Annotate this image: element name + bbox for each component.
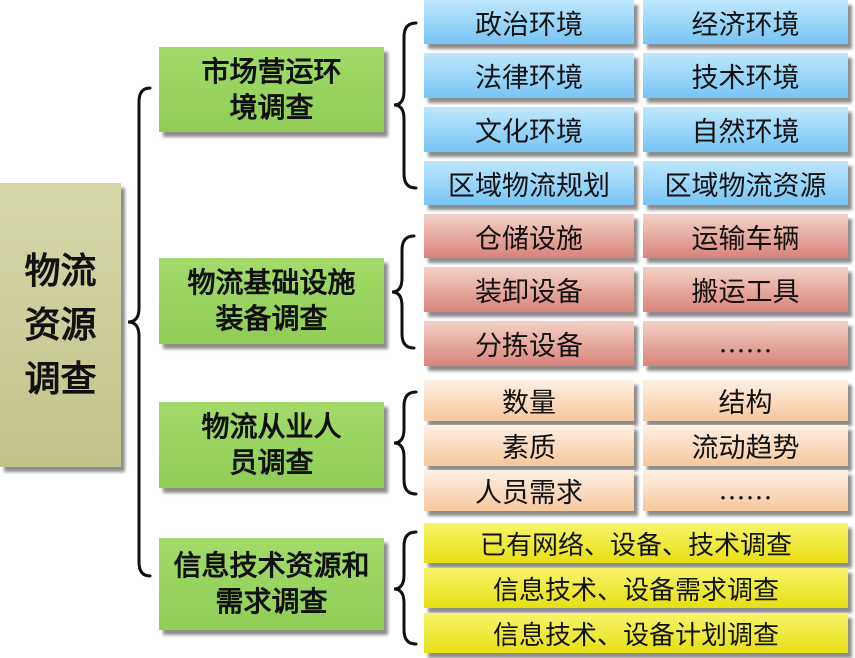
- item-transport-vehicles: 运输车辆: [643, 214, 848, 258]
- category-market-environment: 市场营运环境调查: [159, 47, 384, 132]
- item-label: 流动趋势: [691, 433, 800, 464]
- item-political-environment: 政治环境: [424, 0, 634, 44]
- item-legal-environment: 法律环境: [424, 53, 634, 98]
- category-logistics-staff: 物流从业人员调查: [159, 402, 384, 488]
- item-label: 自然环境: [691, 117, 800, 148]
- item-staff-mobility-trend: 流动趋势: [643, 425, 848, 466]
- category-logistics-facilities: 物流基础设施装备调查: [159, 258, 384, 344]
- brace-staff: [393, 390, 418, 496]
- item-label: 政治环境: [475, 9, 583, 41]
- item-label: 经济环境: [691, 9, 800, 41]
- item-storage-facilities: 仓储设施: [424, 214, 634, 258]
- item-label: 分拣设备: [475, 331, 583, 362]
- root-label: 物流资源调查: [24, 250, 97, 400]
- item-facility-more: ……: [643, 321, 848, 366]
- item-label: 搬运工具: [691, 277, 800, 308]
- item-staff-more: ……: [643, 470, 848, 511]
- root-node: 物流资源调查: [0, 183, 121, 467]
- item-label: 运输车辆: [691, 223, 800, 255]
- item-sorting-equipment: 分拣设备: [424, 321, 634, 366]
- item-label: 信息技术、设备需求调查: [492, 575, 779, 606]
- item-regional-logistics-planning: 区域物流规划: [424, 161, 634, 205]
- item-it-plan-survey: 信息技术、设备计划调查: [424, 613, 848, 653]
- item-label: 信息技术、设备计划调查: [492, 620, 779, 651]
- item-staff-quantity: 数量: [424, 380, 634, 421]
- item-loading-equipment: 装卸设备: [424, 267, 634, 312]
- item-label: 区域物流资源: [664, 170, 827, 202]
- item-label: ……: [718, 328, 773, 359]
- item-existing-network-survey: 已有网络、设备、技术调查: [424, 523, 848, 563]
- category-label: 物流从业人员调查: [201, 410, 342, 479]
- item-natural-environment: 自然环境: [643, 107, 848, 152]
- category-information-technology: 信息技术资源和需求调查: [159, 538, 384, 630]
- item-label: 人员需求: [475, 478, 583, 509]
- category-label: 信息技术资源和需求调查: [173, 549, 370, 618]
- brace-facility: [391, 234, 416, 350]
- category-label: 市场营运环境调查: [201, 54, 342, 124]
- item-staff-quality: 素质: [424, 425, 634, 466]
- item-staff-structure: 结构: [643, 380, 848, 421]
- item-economic-environment: 经济环境: [643, 0, 848, 44]
- main-brace: [127, 86, 152, 578]
- item-label: 法律环境: [475, 63, 583, 94]
- item-cultural-environment: 文化环境: [424, 107, 634, 152]
- item-label: 数量: [502, 388, 556, 419]
- item-regional-logistics-resources: 区域物流资源: [643, 161, 848, 205]
- brace-market: [393, 21, 418, 190]
- item-staff-demand: 人员需求: [424, 470, 634, 511]
- item-label: 已有网络、设备、技术调查: [479, 530, 792, 561]
- item-label: 仓储设施: [475, 223, 583, 255]
- item-it-demand-survey: 信息技术、设备需求调查: [424, 568, 848, 608]
- item-handling-tools: 搬运工具: [643, 267, 848, 312]
- item-label: 技术环境: [691, 63, 800, 94]
- brace-info: [393, 530, 418, 646]
- item-label: 素质: [502, 433, 556, 464]
- item-label: ……: [718, 475, 773, 506]
- item-label: 结构: [718, 388, 773, 419]
- item-label: 文化环境: [475, 117, 583, 148]
- category-label: 物流基础设施装备调查: [187, 266, 356, 335]
- item-label: 区域物流规划: [448, 170, 610, 202]
- item-label: 装卸设备: [475, 277, 583, 308]
- item-technology-environment: 技术环境: [643, 53, 848, 98]
